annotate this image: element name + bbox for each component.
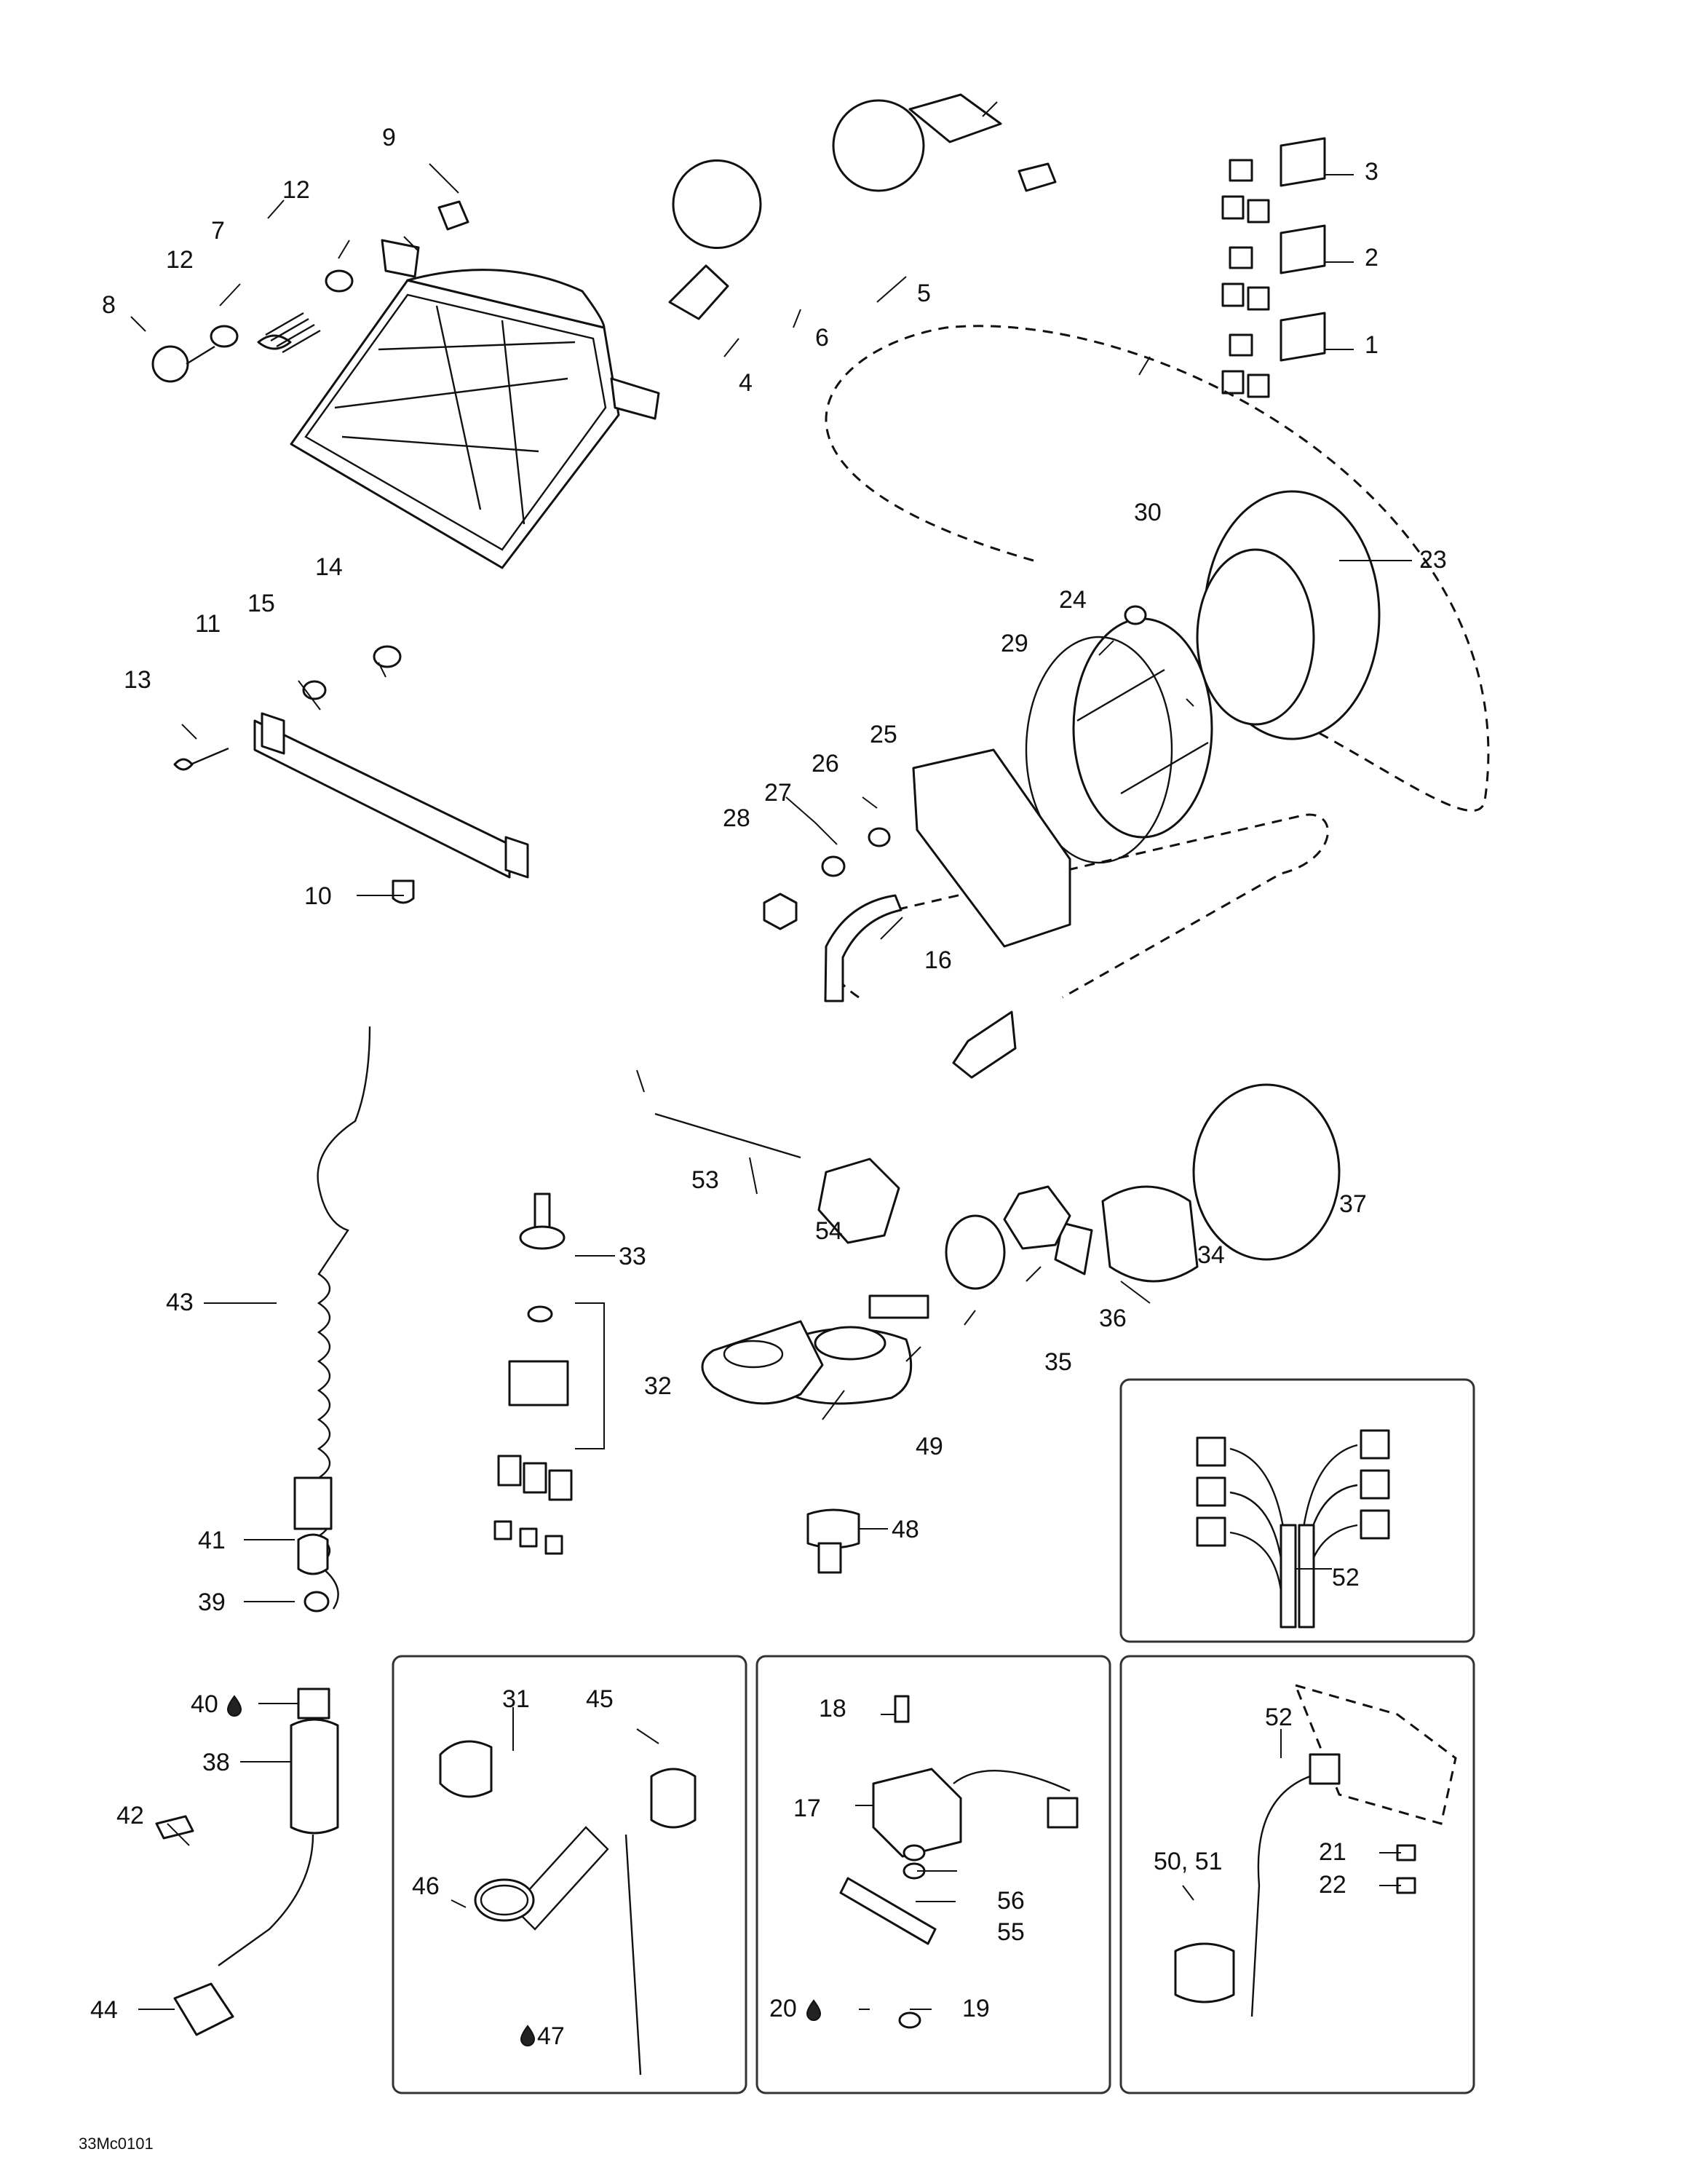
callout-label: 45 — [586, 1685, 614, 1713]
callout-label: 30 — [1134, 499, 1162, 526]
callout-label: 47 — [537, 2022, 565, 2050]
inset-31-45-46-47 — [392, 1655, 747, 2094]
pressure-switch-38 — [155, 1688, 339, 2036]
callout-label: 29 — [1001, 630, 1028, 657]
callout-label: 22 — [1319, 1871, 1346, 1899]
headlight-lens — [290, 239, 660, 569]
callout-label: 32 — [644, 1372, 672, 1400]
callout-label: 18 — [819, 1695, 846, 1722]
callout-label: 53 — [691, 1166, 719, 1194]
switch-33-32 — [493, 1192, 605, 1555]
callout-label: 28 — [723, 804, 750, 832]
callout-label: 3 — [1365, 158, 1378, 186]
callout-label: 9 — [382, 124, 396, 151]
headlight-bracket — [173, 645, 529, 904]
callout-label: 56 — [997, 1887, 1025, 1915]
callout-label: 21 — [1319, 1838, 1346, 1866]
switch-set-1-2-3 — [1221, 137, 1326, 398]
inset-rectifier-parts — [839, 1695, 1079, 2029]
inset-connectors-52 — [1119, 1378, 1475, 1643]
gauge — [763, 490, 1381, 1002]
callout-label: 5 — [917, 280, 931, 307]
callout-label: 50, 51 — [1154, 1848, 1223, 1875]
callout-label: 27 — [764, 779, 792, 807]
callout-label: 42 — [116, 1802, 144, 1829]
leader-lines — [130, 101, 1412, 2010]
callout-label: 46 — [412, 1872, 440, 1900]
callout-label: 23 — [1419, 546, 1447, 574]
callout-label: 39 — [198, 1588, 226, 1616]
harness-loop — [825, 325, 1490, 812]
callout-label: 19 — [962, 1995, 990, 2022]
key-49 — [701, 1320, 824, 1405]
callout-label: 20 — [769, 1995, 797, 2022]
callout-label: 24 — [1059, 586, 1087, 614]
callout-label: 33 — [619, 1243, 646, 1270]
callout-label: 14 — [315, 553, 343, 581]
callout-label: 13 — [124, 666, 151, 694]
callout-label: 15 — [247, 590, 275, 617]
sealant-drop-icon — [806, 1999, 822, 2021]
callout-label: 36 — [1099, 1305, 1127, 1332]
tether-cord — [293, 1026, 371, 1613]
diagram-code: 33Mc0101 — [79, 2134, 154, 2153]
callout-label: 12 — [282, 176, 310, 204]
connector-harness — [1196, 1429, 1390, 1629]
callout-20-sealant — [806, 1999, 822, 2021]
callout-label: 2 — [1365, 244, 1378, 272]
callout-label: 43 — [166, 1289, 194, 1316]
inset-31-45-parts — [439, 1740, 697, 2076]
ignition-switch-assembly — [654, 1010, 1341, 1574]
callout-label: 34 — [1197, 1241, 1225, 1269]
callout-label: 35 — [1044, 1348, 1072, 1376]
callout-label: 52 — [1332, 1564, 1360, 1591]
callout-label: 54 — [815, 1217, 843, 1245]
callout-label: 55 — [997, 1918, 1025, 1946]
callout-label: 40 — [191, 1690, 218, 1718]
inset-50-51-52-21-22 — [1119, 1655, 1475, 2094]
callout-label: 49 — [916, 1433, 943, 1460]
sealant-drop-icon — [226, 1695, 242, 1717]
callout-label: 4 — [739, 369, 753, 397]
callout-label: 26 — [812, 750, 839, 778]
callout-label: 44 — [90, 1996, 118, 2024]
callout-label: 12 — [166, 246, 194, 274]
callout-label: 16 — [924, 946, 952, 974]
callout-label: 31 — [502, 1685, 530, 1713]
callout-label: 25 — [870, 721, 897, 748]
callout-label: 37 — [1339, 1190, 1367, 1218]
callout-labels: 1 2 3 4 5 6 7 8 9 10 11 12 12 13 14 15 1… — [90, 124, 1447, 2050]
callout-label: 6 — [815, 324, 829, 352]
callout-47-with-sealant-icon: 47 — [520, 2022, 565, 2050]
callout-label: 52 — [1265, 1704, 1293, 1731]
headlight-hardware — [151, 93, 1057, 383]
sealant-drop-icon — [520, 2025, 536, 2046]
callout-label: 48 — [892, 1516, 919, 1543]
callout-label: 10 — [304, 882, 332, 910]
callout-40-with-sealant-icon: 40 — [191, 1690, 242, 1718]
cable-loop — [828, 813, 1329, 999]
inset-wire-parts — [1174, 1683, 1457, 2017]
inset-17-18-19-20-55-56 — [755, 1655, 1111, 2094]
callout-label: 8 — [102, 291, 116, 319]
callout-label: 41 — [198, 1527, 226, 1554]
callout-label: 7 — [211, 217, 225, 245]
callout-label: 38 — [202, 1749, 230, 1776]
callout-label: 11 — [195, 610, 221, 638]
callout-label: 1 — [1365, 331, 1378, 359]
callout-label: 17 — [793, 1795, 821, 1822]
